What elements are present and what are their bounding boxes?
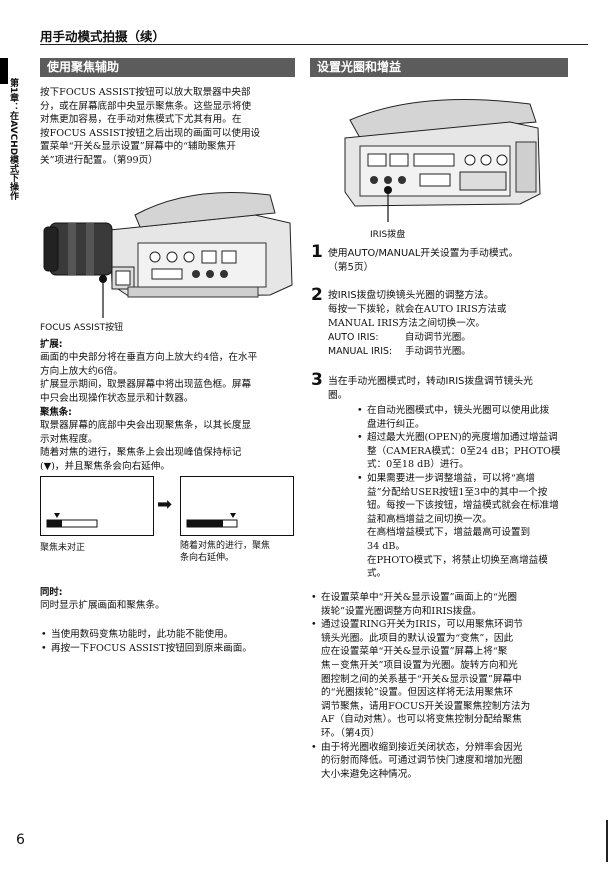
bullet-line: 式：0至18 dB）进行。 xyxy=(367,459,469,471)
manual-iris-value: 手动调节光圈。 xyxy=(405,346,471,357)
note-item: 在设置菜单中“开关&显示设置”画面上的“光圈 拨轮”设置光圈调整方向和IRIS拨… xyxy=(310,591,588,618)
peak-hold-marker-icon xyxy=(230,513,236,518)
margin-rule xyxy=(606,820,608,862)
arrow-right-icon: ➡ xyxy=(157,494,173,515)
step3-bullets: 在自动光圈模式中，镜头光圈可以使用此拨 盘进行纠正。 超过最大光圈(OPEN)的… xyxy=(356,404,588,581)
expand-line: 方向上放大约6倍。 xyxy=(40,365,123,377)
camera-illustration-iris xyxy=(340,82,545,232)
chapter-side-label: 第1章：在AVCHD模式下操作 xyxy=(8,78,18,201)
manual-iris-label: MANUAL IRIS: xyxy=(328,346,393,357)
bullet-line: 益和高档增益之间切换一次。 xyxy=(367,513,492,525)
viewfinder-screen-focused xyxy=(180,476,294,536)
step-number: 1 xyxy=(311,242,323,262)
note-line: 镜头光圈。此项目的默认设置为“变焦”，因此 xyxy=(321,632,514,644)
intro-line: 置菜单“开关&显示设置”屏幕中的“辅助聚焦开 xyxy=(40,141,236,153)
note-line: 焦－变焦开关”项目设置为光圈。旋转方向和光 xyxy=(321,659,518,671)
step2-title: 按IRIS拨盘切换镜头光圈的调整方法。 xyxy=(328,290,494,301)
note-line: 拨轮”设置光圈调整方向和IRIS拨盘。 xyxy=(321,605,482,617)
iris-dial-caption: IRIS拨盘 xyxy=(370,230,406,240)
step-number: 2 xyxy=(311,285,323,305)
bullet-line: 超过最大光圈(OPEN)的亮度增加通过增益调 xyxy=(367,432,558,444)
bullet-line: 钮。每按一下该按钮，增益模式就会在标准增 xyxy=(367,500,559,512)
expand-title: 扩展: xyxy=(40,339,63,350)
note-line: 的衍射而降低。可通过调节快门速度和增加光圈 xyxy=(321,755,523,767)
note-line: 大小来避免这种情况。 xyxy=(321,768,417,780)
focus-assist-intro: 按下FOCUS ASSIST按钮可以放大取景器中央部 分，或在屏幕底部中央显示聚… xyxy=(40,86,302,168)
expand-line: 中只会出现操作状态显示和计数器。 xyxy=(40,392,194,404)
note-item: 通过设置RING开关为IRIS，可以用聚焦环调节 镜头光圈。此项目的默认设置为“… xyxy=(310,618,588,740)
note-item: 再按一下FOCUS ASSIST按钮回到原来画面。 xyxy=(40,642,302,656)
simultaneous-title: 同时: xyxy=(40,587,63,598)
note-line: 应在设置菜单“开关&显示设置”屏幕上将“聚 xyxy=(321,646,508,658)
bar-line: 示对焦程度。 xyxy=(40,433,98,445)
bullet-line: 式。 xyxy=(367,568,387,580)
bullet-line: 34 dB。 xyxy=(367,540,406,552)
note-item: 由于将光圈收缩到接近关闭状态，分辨率会因光 的衍射而降低。可通过调节快门速度和增… xyxy=(310,741,588,782)
step3-title-line: 圈。 xyxy=(328,390,348,401)
intro-line: 对焦更加容易，在手动对焦模式下尤其有用。在 xyxy=(40,114,242,126)
expand-line: 画面的中央部分将在垂直方向上放大约4倍，在水平 xyxy=(40,352,258,363)
peak-hold-marker-icon xyxy=(54,513,60,518)
page-number: 6 xyxy=(16,832,25,848)
note-item: 当使用数码变焦功能时，此功能不能使用。 xyxy=(40,628,302,642)
auto-iris-value: 自动调节光圈。 xyxy=(405,332,471,343)
bullet-line: 在自动光圈模式中，镜头光圈可以使用此拨 xyxy=(367,405,550,416)
intro-line: 关”项进行配置。（第99页） xyxy=(40,154,158,166)
focus-assist-notes: 当使用数码变焦功能时，此功能不能使用。 再按一下FOCUS ASSIST按钮回到… xyxy=(40,628,302,655)
bullet-line: 盘进行纠正。 xyxy=(367,418,425,430)
camera-illustration-focus-assist xyxy=(40,175,302,325)
step3-title: 当在手动光圈模式时，转动IRIS拨盘调节镜头光 圈。 xyxy=(328,375,533,403)
auto-iris-label: AUTO IRIS: xyxy=(328,332,379,343)
focus-bar-description: 取景器屏幕的底部中央会出现聚焦条，以其长度显 示对焦程度。 随着对焦的进行，聚焦… xyxy=(40,419,302,473)
bar-line: 取景器屏幕的底部中央会出现聚焦条，以其长度显 xyxy=(40,420,252,431)
intro-line: 分，或在屏幕底部中央显示聚焦条。这些显示将使 xyxy=(40,100,252,112)
bar-line: (▼)，并且聚焦条会向右延伸。 xyxy=(40,460,170,472)
note-line: 通过设置RING开关为IRIS，可以用聚焦环调节 xyxy=(321,619,523,631)
caption-focusing: 随着对焦的进行，聚焦 条向右延伸。 xyxy=(180,540,270,564)
focus-bar-fill xyxy=(187,520,223,527)
step2-line: MANUAL IRIS方法之间切换一次。 xyxy=(328,317,486,329)
step3-title-line: 当在手动光圈模式时，转动IRIS拨盘调节镜头光 xyxy=(328,376,533,387)
bullet-line: 益”分配给USER按钮1至3中的其中一个按 xyxy=(367,486,548,498)
expand-line: 扩展显示期间，取景器屏幕中将出现蓝色框。屏幕 xyxy=(40,379,252,391)
page-title: 用手动模式拍摄（续） xyxy=(40,29,166,44)
bullet-line: 如果需要进一步调整增益，可以将“高增 xyxy=(367,472,535,484)
note-line: 由于将光圈收缩到接近关闭状态，分辨率会因光 xyxy=(321,741,523,753)
note-line: 在设置菜单中“开关&显示设置”画面上的“光圈 xyxy=(321,592,517,603)
step2-description: 每按一下拨轮，就会在AUTO IRIS方法或 MANUAL IRIS方法之间切换… xyxy=(328,303,506,330)
step1-title: 使用AUTO/MANUAL开关设置为手动模式。 xyxy=(328,248,519,259)
bullet-line: 整（CAMERA模式：0至24 dB；PHOTO模 xyxy=(367,445,561,457)
chapter-tab-marker xyxy=(0,58,8,84)
focus-bar-title: 聚焦条: xyxy=(40,407,72,418)
intro-line: 按下FOCUS ASSIST按钮可以放大取景器中央部 xyxy=(40,87,251,98)
title-divider xyxy=(40,44,588,45)
note-line: AF（自动对焦）。也可以将变焦控制分配给聚焦 xyxy=(321,714,522,726)
section-heading-focus-assist: 使用聚焦辅助 xyxy=(40,58,295,77)
viewfinder-screen-unfocused xyxy=(40,476,154,536)
simultaneous-description: 同时显示扩展画面和聚焦条。 xyxy=(40,600,165,611)
expand-description: 画面的中央部分将在垂直方向上放大约4倍，在水平 方向上放大约6倍。 扩展显示期间… xyxy=(40,351,302,405)
step2-line: 每按一下拨轮，就会在AUTO IRIS方法或 xyxy=(328,304,507,315)
bullet-line: 在高档增益模式下，增益最高可设置到 xyxy=(367,527,531,539)
note-line: 调节聚焦，请用FOCUS开关设置聚焦控制方法为 xyxy=(321,700,531,712)
note-line: 的“光圈拨轮”设置。但因这样将无法用聚焦环 xyxy=(321,687,514,699)
section-heading-iris-gain: 设置光圈和增益 xyxy=(310,58,568,77)
caption-unfocused: 聚焦未对正 xyxy=(40,543,86,553)
intro-line: 按FOCUS ASSIST按钮之后出现的画面可以使用设 xyxy=(40,127,261,139)
focus-assist-button-caption: FOCUS ASSIST按钮 xyxy=(40,323,124,333)
caption-line: 条向右延伸。 xyxy=(180,553,235,563)
focus-bar-fill xyxy=(47,520,62,527)
step1-page-ref: （第5页） xyxy=(328,262,374,273)
bar-line: 随着对焦的进行，聚焦条上会出现峰值保持标记 xyxy=(40,447,242,459)
note-line: 环。（第4页） xyxy=(321,727,380,739)
step3-bullet: 超过最大光圈(OPEN)的亮度增加通过增益调 整（CAMERA模式：0至24 d… xyxy=(356,431,588,472)
bullet-line: 在PHOTO模式下，将禁止切换至高增益模 xyxy=(367,554,548,566)
note-line: 圈控制之间的关系基于“开关&显示设置”屏幕中 xyxy=(321,673,522,685)
step-number: 3 xyxy=(311,370,323,390)
caption-line: 随着对焦的进行，聚焦 xyxy=(180,541,271,551)
step3-bullet: 如果需要进一步调整增益，可以将“高增 益”分配给USER按钮1至3中的其中一个按… xyxy=(356,472,588,581)
step3-bullet: 在自动光圈模式中，镜头光圈可以使用此拨 盘进行纠正。 xyxy=(356,404,588,431)
iris-notes: 在设置菜单中“开关&显示设置”画面上的“光圈 拨轮”设置光圈调整方向和IRIS拨… xyxy=(310,591,588,781)
